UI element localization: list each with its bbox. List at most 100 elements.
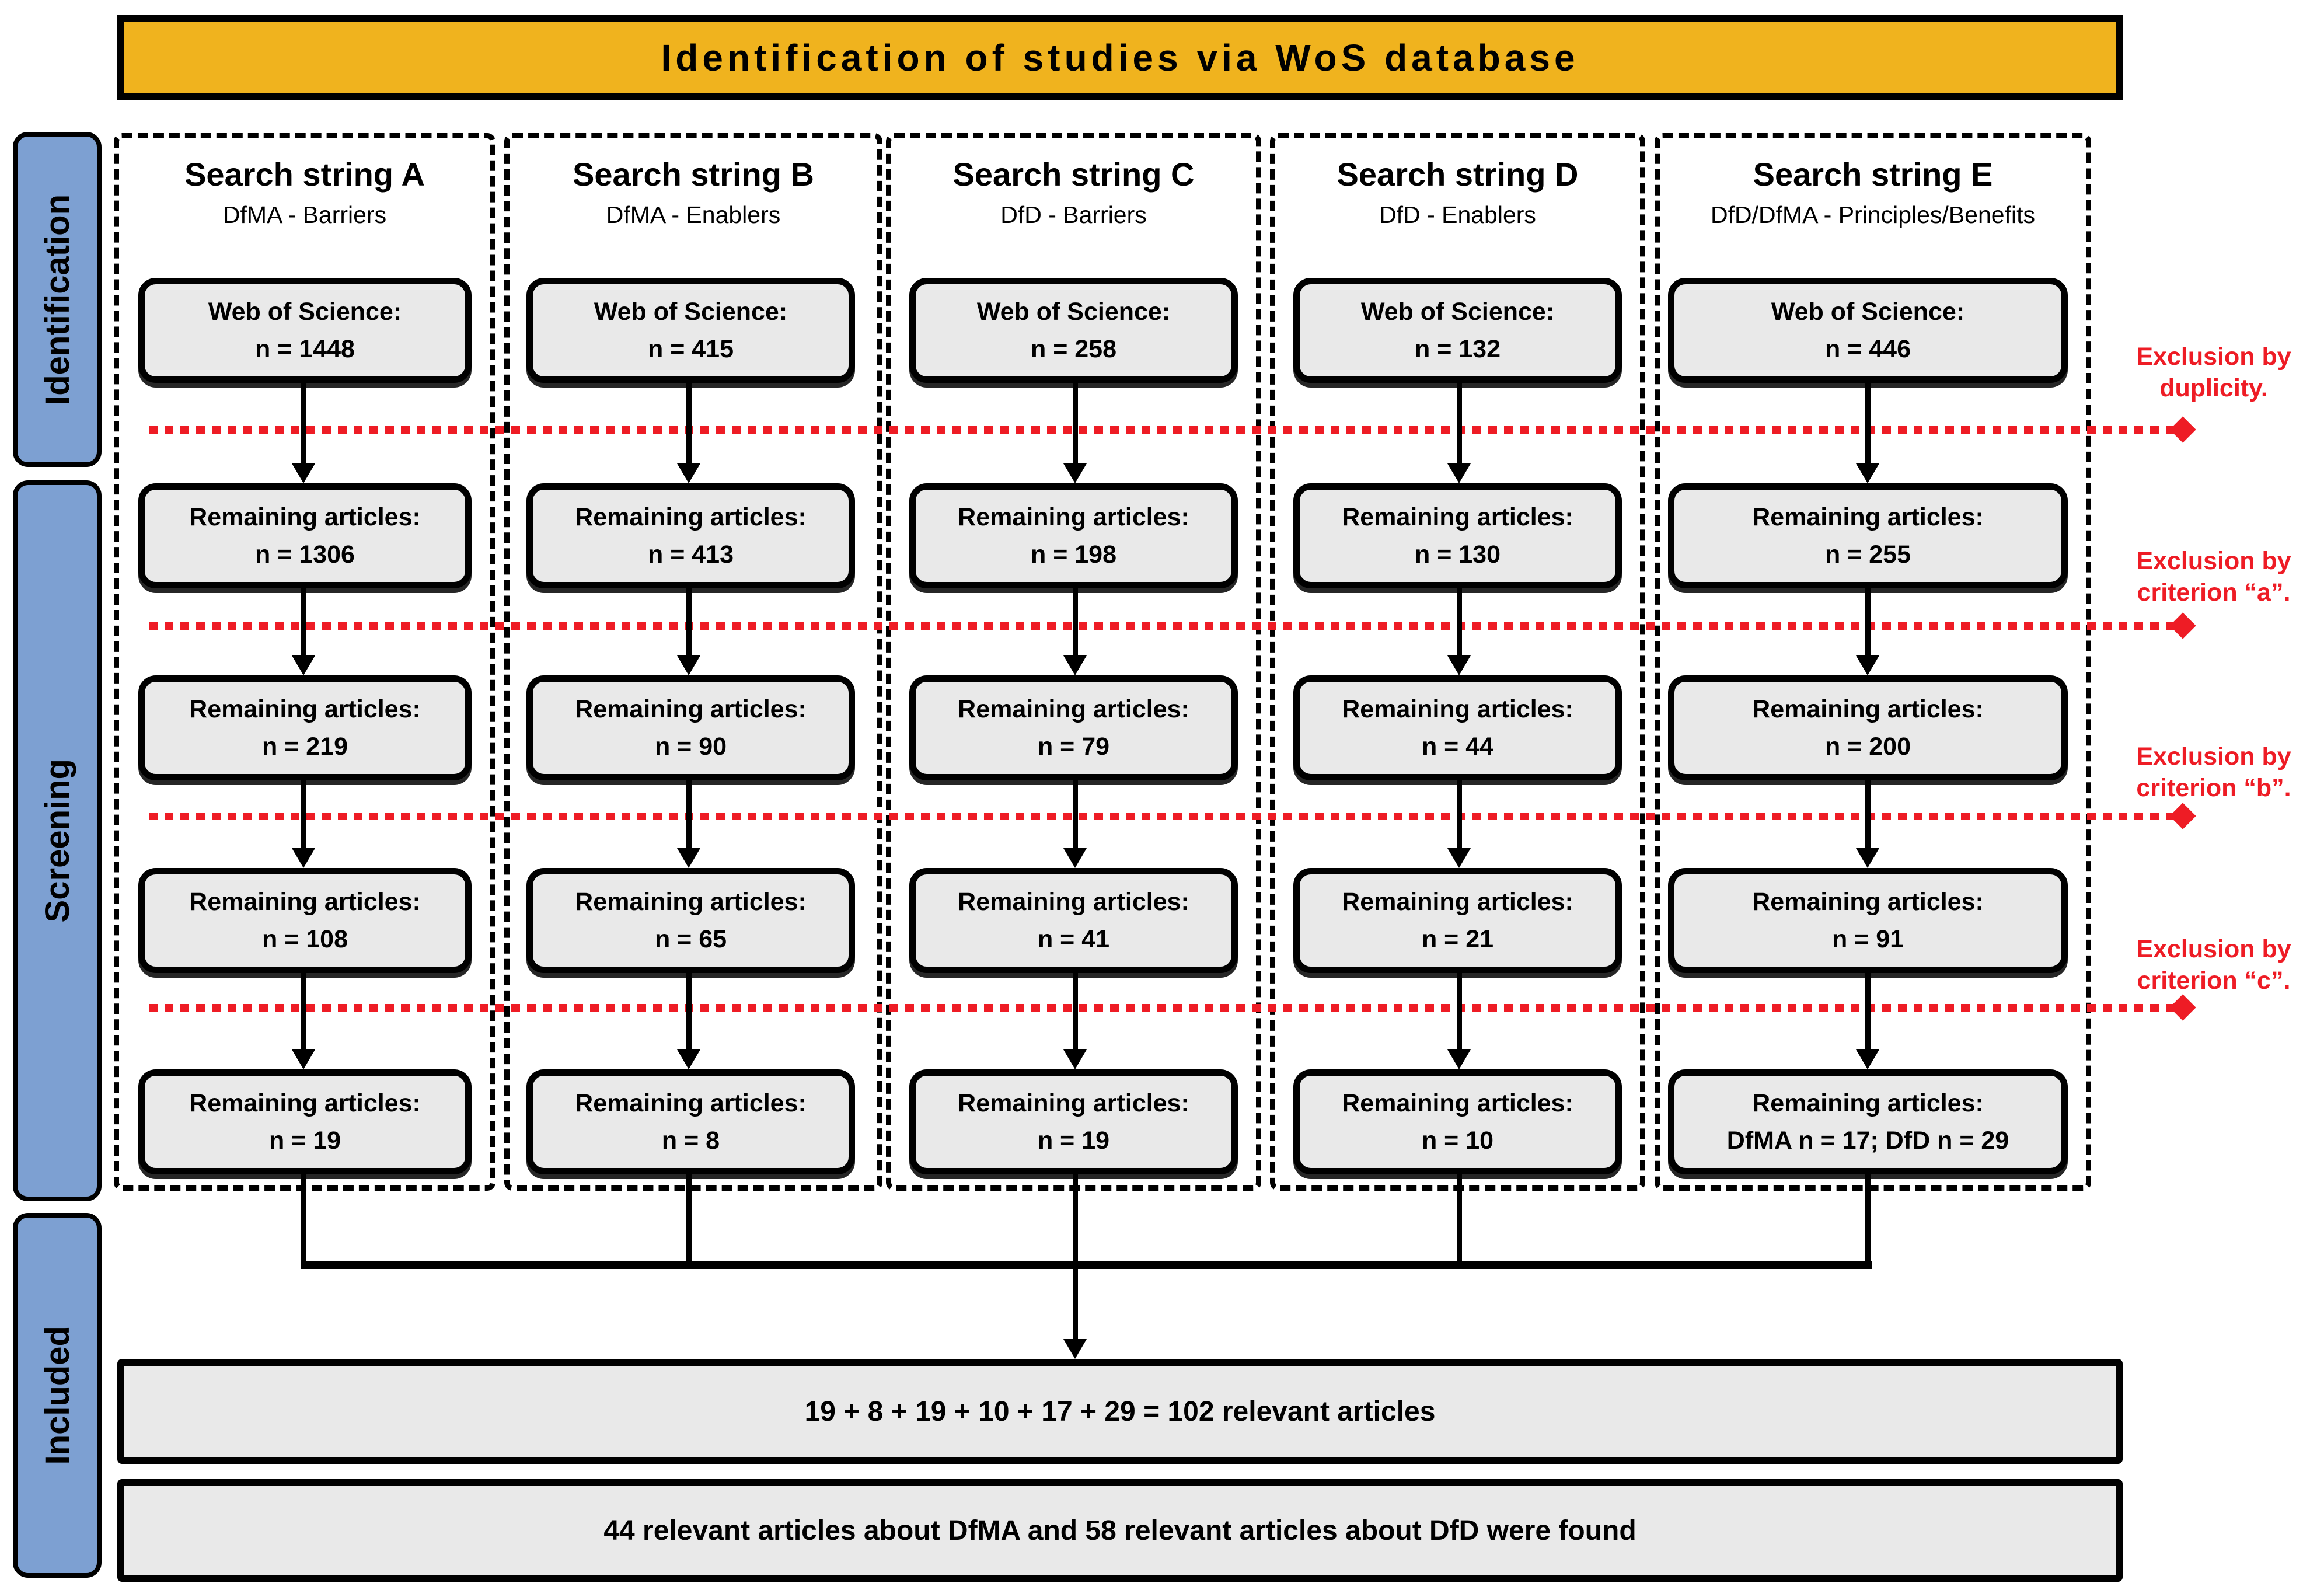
flow-box: Remaining articles:n = 41 [909,868,1238,973]
flow-arrowhead-icon [1447,655,1471,675]
flow-box-count: n = 19 [1037,1127,1110,1155]
flow-box-count: n = 44 [1421,733,1494,761]
column-header: Search string D [1337,156,1579,193]
column-subtitle: DfD/DfMA - Principles/Benefits [1711,201,2035,229]
flow-box-count: n = 415 [647,335,734,363]
stage-label: Included [38,1326,76,1465]
summary-breakdown-text: 44 relevant articles about DfMA and 58 r… [603,1515,1636,1546]
diagram-title: Identification of studies via WoS databa… [117,15,2123,100]
exclusion-line-duplicity [149,426,2183,434]
exclusion-diamond-icon [2169,416,2196,443]
flow-arrow-line [1457,383,1462,466]
flow-arrowhead-icon [677,655,700,675]
flow-arrow-line [301,588,306,658]
exclusion-text: criterion “c”. [2137,966,2291,995]
flow-box-count: n = 446 [1824,335,1911,363]
flow-box: Remaining articles: n = 44 [1293,675,1622,780]
flow-box: Remaining articles: n = 1306 [138,483,472,588]
flow-box-count: n = 21 [1421,925,1494,953]
flow-box: Remaining articles:n = 198 [909,483,1238,588]
exclusion-label-duplicity: Exclusion by duplicity. [2106,341,2322,405]
flow-arrow-line [686,973,692,1052]
flow-box: Web of Science:n = 446 [1668,278,2068,383]
flow-arrow-line [686,780,692,850]
merge-feed-line [686,1174,692,1265]
flow-box: Remaining articles: n = 10 [1293,1069,1622,1174]
exclusion-line-criterion-b [149,813,2183,820]
flow-box: Remaining articles:n = 91 [1668,868,2068,973]
flow-box: Remaining articles:n = 79 [909,675,1238,780]
flow-box-label: Remaining articles: [575,887,807,916]
flow-arrow-line [1865,780,1871,850]
merge-feed-line [1865,1174,1871,1265]
flow-box-label: Remaining articles: [575,503,807,531]
flow-box-count: n = 79 [1037,733,1110,761]
exclusion-text: Exclusion by [2136,547,2291,575]
flow-arrowhead-icon [292,848,315,868]
flow-box-label: Remaining articles: [189,695,421,723]
exclusion-label-criterion-c: Exclusion by criterion “c”. [2106,934,2322,997]
flow-arrow-line [1457,973,1462,1052]
flow-box-count: n = 19 [268,1127,341,1155]
flow-box: Remaining articles:n = 90 [526,675,855,780]
flow-box-count: n = 258 [1030,335,1116,363]
flow-box-label: Remaining articles: [575,1089,807,1117]
flow-box-label: Remaining articles: [958,1089,1189,1117]
flow-arrowhead-icon [292,463,315,483]
flow-box: Remaining articles:n = 21 [1293,868,1622,973]
flow-box-label: Remaining articles: [189,503,421,531]
exclusion-label-criterion-a: Exclusion by criterion “a”. [2106,546,2322,609]
flow-box-count: n = 10 [1421,1127,1494,1155]
flow-box-label: Remaining articles: [1342,695,1573,723]
flow-arrowhead-icon [677,1049,700,1069]
flow-arrow-line [1865,383,1871,466]
stage-label: Identification [38,194,76,405]
flow-box: Remaining articles:n = 8 [526,1069,855,1174]
flow-box: Remaining articles:n = 219 [138,675,472,780]
flow-box-label: Remaining articles: [189,887,421,916]
flow-box-count: n = 200 [1824,733,1911,761]
flow-arrow-line [1073,383,1078,466]
flow-arrow-line [1073,588,1078,658]
flow-box-label: Remaining articles: [189,1089,421,1117]
flow-arrow-line [686,383,692,466]
summary-total-box: 19 + 8 + 19 + 10 + 17 + 29 = 102 relevan… [117,1359,2123,1464]
flow-arrow-line [1457,780,1462,850]
flow-box: Remaining articles:n = 108 [138,868,472,973]
flow-box: Remaining articles: n = 19 [138,1069,472,1174]
flow-box: Web of Science: n = 415 [526,278,855,383]
flow-box-count: n = 198 [1030,541,1116,569]
flow-box-count: n = 1448 [255,335,355,363]
stage-screening: Screening [13,480,102,1201]
column-subtitle: DfD - Barriers [1000,201,1147,229]
exclusion-line-criterion-a [149,622,2183,630]
flow-box: Web of Science:n = 258 [909,278,1238,383]
flow-box-label: Web of Science: [594,297,788,326]
flow-box-count: n = 130 [1414,541,1501,569]
flow-arrowhead-icon [1856,655,1879,675]
flow-box-label: Remaining articles: [958,887,1189,916]
exclusion-diamond-icon [2169,612,2196,639]
column-header: Search string E [1753,156,1993,193]
stage-included: Included [13,1213,102,1578]
flow-box: Remaining articles:n = 130 [1293,483,1622,588]
flow-arrowhead-icon [292,1049,315,1069]
exclusion-label-criterion-b: Exclusion by criterion “b”. [2106,741,2322,804]
exclusion-diamond-icon [2169,803,2196,829]
flow-arrow-line [1073,973,1078,1052]
exclusion-text: Exclusion by [2136,935,2291,963]
flow-arrowhead-icon [1447,463,1471,483]
flow-arrow-line [1865,588,1871,658]
flow-arrowhead-icon [1063,655,1087,675]
flow-box-count: n = 1306 [255,541,355,569]
flow-arrowhead-icon [1063,463,1087,483]
flow-box-label: Remaining articles: [575,695,807,723]
flow-arrow-line [301,973,306,1052]
flow-box: Remaining articles:n = 65 [526,868,855,973]
flow-box-label: Remaining articles: [1342,1089,1573,1117]
stage-identification: Identification [13,132,102,467]
column-header: Search string C [952,156,1195,193]
flow-arrow-line [686,588,692,658]
flow-box: Remaining articles:n = 200 [1668,675,2068,780]
